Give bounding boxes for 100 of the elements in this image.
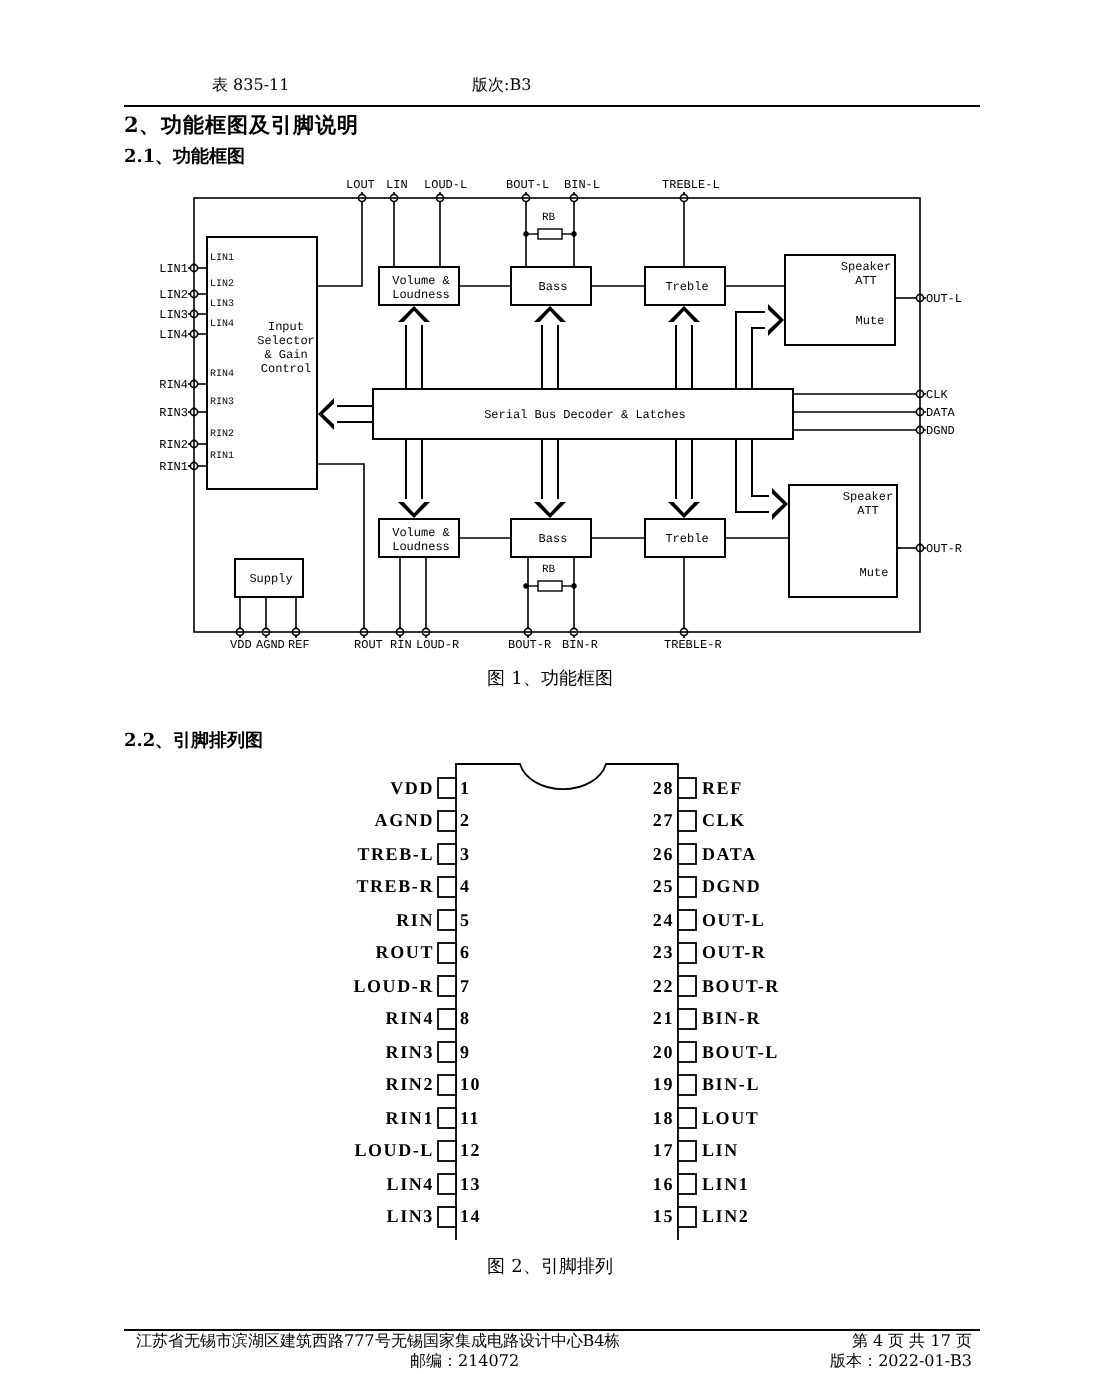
connector-line — [235, 597, 245, 639]
connector-line — [569, 557, 579, 639]
figure-caption: 图 2、引脚排列 — [485, 1255, 615, 1280]
pin-label: BIN-R — [702, 1008, 762, 1030]
pin-number: 11 — [460, 1107, 481, 1129]
pin-label: TREB-L — [357, 843, 434, 865]
pin-label: REF — [702, 777, 743, 799]
connector-line — [523, 557, 533, 639]
pin-label: BOUT-L — [702, 1041, 779, 1063]
footer-text: 第 4 页 共 17 页 — [852, 1332, 972, 1350]
hollow-arrow — [534, 306, 566, 388]
pin-label: BIN-L — [702, 1074, 761, 1096]
connector-line — [435, 191, 445, 267]
connector-line — [187, 263, 207, 273]
connector-line — [725, 537, 789, 539]
hollow-arrow — [668, 306, 700, 388]
pin-label: LIN2 — [702, 1206, 750, 1228]
pin-label: RIN1 — [385, 1107, 434, 1129]
connector-line — [187, 309, 207, 319]
pin-number: 10 — [460, 1074, 482, 1096]
subsection-heading: 2.1、功能框图 — [124, 144, 246, 170]
pin-number: 2 — [460, 810, 471, 832]
hollow-arrow — [398, 306, 430, 388]
connector-line — [187, 439, 207, 449]
hollow-arrow — [735, 304, 784, 388]
pin-number: 23 — [652, 942, 674, 964]
subsection-heading: 2.2、引脚排列图 — [124, 729, 264, 754]
pin-label: DATA — [702, 843, 757, 865]
pin-label: BOUT-R — [702, 975, 780, 997]
pin-label: RIN4 — [385, 1008, 434, 1030]
hollow-arrow — [318, 398, 372, 430]
pin-number: 27 — [652, 810, 674, 832]
pin-label: RIN3 — [385, 1041, 434, 1063]
pin-number: 6 — [460, 942, 471, 964]
pin-number: 4 — [460, 876, 471, 898]
pin-number: 16 — [652, 1173, 674, 1195]
pin-label: RIN2 — [385, 1074, 434, 1096]
pin-number: 19 — [652, 1074, 674, 1096]
pin-number: 21 — [652, 1008, 674, 1030]
hollow-arrow — [668, 440, 700, 518]
connector-line — [317, 463, 369, 639]
header-text: 版次:B3 — [472, 74, 532, 96]
pin-number: 9 — [460, 1041, 471, 1063]
pin-number: 8 — [460, 1008, 471, 1030]
connector-line — [187, 289, 207, 299]
pin-number: 22 — [652, 975, 674, 997]
pin-label: LIN3 — [386, 1206, 434, 1228]
connector-line — [291, 597, 301, 639]
connector-line — [569, 191, 579, 267]
connector-line — [679, 191, 689, 267]
connector-line — [793, 407, 927, 417]
pin-label: ROUT — [375, 942, 434, 964]
pin-number: 1 — [460, 777, 471, 799]
pin-label: OUT-R — [702, 942, 767, 964]
pin-label: LOUT — [702, 1107, 760, 1129]
connector-line — [897, 543, 927, 553]
pin-label: AGND — [374, 810, 434, 832]
connector-line — [521, 191, 531, 267]
pin-label: TREB-R — [356, 876, 434, 898]
connector-line — [187, 329, 207, 339]
connector-line — [421, 557, 431, 639]
pin-number: 26 — [652, 843, 674, 865]
connector-line — [725, 285, 785, 287]
connector-line — [459, 285, 511, 287]
connector-line — [395, 557, 405, 639]
connector-line — [793, 389, 927, 399]
connector-line — [187, 379, 207, 389]
pin-label: CLK — [702, 810, 746, 832]
connector-line — [389, 191, 399, 267]
connector-line — [591, 537, 645, 539]
pin-label: RIN — [396, 909, 434, 931]
section-heading: 2、功能框图及引脚说明 — [124, 112, 359, 140]
connector-line — [591, 285, 645, 287]
pin-number: 5 — [460, 909, 471, 931]
footer-text: 江苏省无锡市滨湖区建筑西路777号无锡国家集成电路设计中心B4栋 — [136, 1332, 621, 1350]
pin-label: OUT-L — [702, 909, 766, 931]
pin-number: 17 — [652, 1140, 674, 1162]
hollow-arrow — [534, 440, 566, 518]
pin-label: LIN — [702, 1140, 739, 1162]
connector-line — [317, 191, 367, 287]
connector-line — [895, 293, 927, 303]
footer-text: 版本：2022-01-B3 — [830, 1352, 972, 1370]
pin-number: 25 — [652, 876, 674, 898]
pin-number: 13 — [460, 1173, 482, 1195]
pin-number: 18 — [652, 1107, 674, 1129]
pin-number: 24 — [652, 909, 674, 931]
pin-number: 20 — [652, 1041, 674, 1063]
connector-line — [187, 407, 207, 417]
pin-label: LOUD-R — [353, 975, 434, 997]
figure-caption: 图 1、功能框图 — [485, 667, 615, 692]
pin-label: VDD — [390, 777, 434, 799]
connector-line — [793, 425, 927, 435]
pin-label: LOUD-L — [354, 1140, 434, 1162]
pin-label: LIN4 — [386, 1173, 434, 1195]
connector-line — [679, 557, 689, 639]
pin-number: 14 — [460, 1206, 482, 1228]
pin-label: DGND — [702, 876, 762, 898]
connector-line — [187, 461, 207, 471]
footer-text: 邮编：214072 — [410, 1352, 520, 1370]
header-text: 表 835-11 — [212, 74, 290, 96]
